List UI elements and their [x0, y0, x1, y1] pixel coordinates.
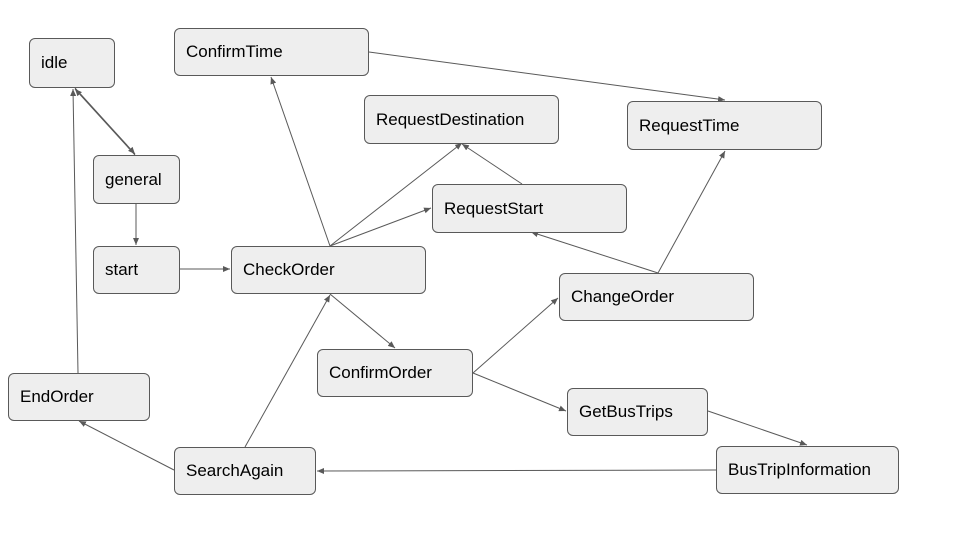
- node-general-label: general: [105, 169, 162, 189]
- node-get-bus-trips: GetBusTrips: [567, 388, 708, 436]
- node-search-again-label: SearchAgain: [186, 461, 284, 480]
- edge-general-to-idle: [74, 88, 136, 156]
- node-idle: idle: [29, 38, 115, 88]
- node-general: general: [93, 155, 180, 204]
- edge-change-order-to-request-time: [657, 150, 726, 274]
- edge-check-order-to-request-start: [329, 207, 432, 247]
- edge-search-again-to-end-order: [78, 420, 175, 471]
- edge-get-bus-trips-to-bus-trip-information: [707, 410, 808, 446]
- node-request-start-label: RequestStart: [444, 198, 544, 218]
- node-bus-trip-information-label: BusTripInformation: [728, 460, 871, 479]
- node-request-time: RequestTime: [627, 101, 822, 150]
- edge-confirm-order-to-change-order: [472, 297, 559, 374]
- node-check-order: CheckOrder: [231, 246, 426, 294]
- node-request-destination: RequestDestination: [364, 95, 559, 144]
- edge-confirm-time-to-request-time: [368, 51, 726, 103]
- edge-bus-trip-information-to-search-again: [316, 467, 717, 474]
- node-search-again: SearchAgain: [174, 447, 316, 495]
- node-check-order-label: CheckOrder: [243, 260, 335, 279]
- edge-confirm-order-to-get-bus-trips: [472, 372, 567, 412]
- edge-end-order-to-idle: [70, 88, 79, 374]
- edge-search-again-to-check-order: [244, 294, 331, 448]
- edge-check-order-to-request-destination: [329, 142, 463, 247]
- edge-request-start-to-request-destination: [461, 143, 523, 185]
- node-end-order-label: EndOrder: [20, 387, 94, 406]
- node-request-start: RequestStart: [432, 184, 627, 233]
- node-request-time-label: RequestTime: [639, 115, 740, 135]
- node-bus-trip-information: BusTripInformation: [716, 446, 899, 494]
- edge-check-order-to-confirm-time: [270, 76, 331, 247]
- node-change-order: ChangeOrder: [559, 273, 754, 321]
- node-start-label: start: [105, 260, 139, 279]
- node-change-order-label: ChangeOrder: [571, 287, 675, 306]
- edge-change-order-to-request-start: [530, 231, 659, 274]
- node-confirm-time: ConfirmTime: [174, 28, 369, 76]
- node-get-bus-trips-label: GetBusTrips: [579, 402, 673, 421]
- node-start: start: [93, 246, 180, 294]
- node-confirm-order: ConfirmOrder: [317, 349, 473, 397]
- node-idle-label: idle: [41, 53, 68, 72]
- node-end-order: EndOrder: [8, 373, 150, 421]
- edge-idle-to-general: [74, 87, 136, 155]
- node-confirm-order-label: ConfirmOrder: [329, 363, 432, 382]
- node-request-destination-label: RequestDestination: [376, 109, 525, 129]
- node-confirm-time-label: ConfirmTime: [186, 42, 283, 61]
- edge-check-order-to-confirm-order: [329, 293, 396, 349]
